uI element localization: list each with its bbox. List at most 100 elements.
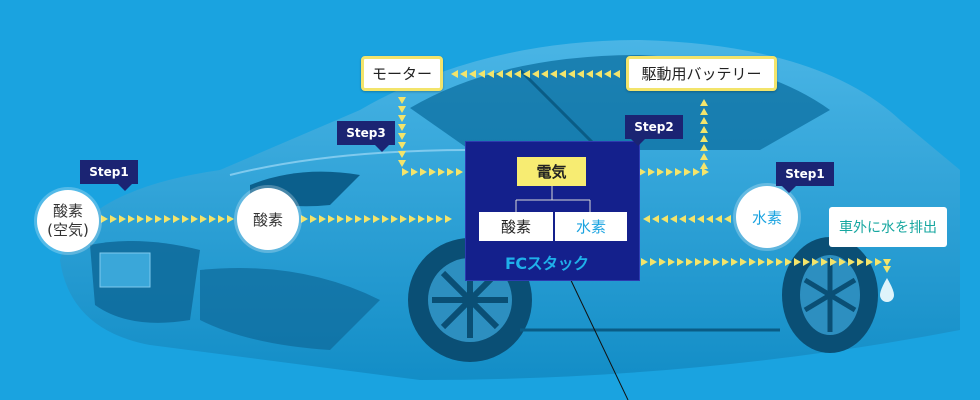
air-to-oxygen-arrow [227, 215, 234, 223]
fc-to-exhaust-arrow [677, 258, 684, 266]
fc-to-exhaust-arrow [758, 258, 765, 266]
fc-to-exhaust-arrow [848, 258, 855, 266]
motor-down-arrow [398, 142, 406, 149]
fc-hydrogen-box: 水素 [555, 212, 627, 241]
fc-to-exhaust-arrow [713, 258, 720, 266]
air-to-oxygen-arrow [182, 215, 189, 223]
oxygen-to-fc-arrow [391, 215, 398, 223]
air-to-oxygen-arrow [119, 215, 126, 223]
fc-oxygen-box: 酸素 [479, 212, 553, 241]
hydrogen-to-fc-arrow [679, 215, 686, 223]
electricity-box: 電気 [517, 157, 586, 186]
oxygen-to-fc-arrow [328, 215, 335, 223]
battery-down-arrow [700, 99, 708, 106]
air-to-oxygen-arrow [128, 215, 135, 223]
hydrogen-to-fc-arrow [652, 215, 659, 223]
electricity-to-battery-arrow [648, 168, 655, 176]
motor-to-electricity-arrow [429, 168, 436, 176]
air-to-oxygen-arrow [200, 215, 207, 223]
battery-to-motor-arrow [460, 70, 467, 78]
hydrogen-to-fc-arrow [643, 215, 650, 223]
battery-to-motor-arrow [613, 70, 620, 78]
air-to-oxygen-arrow [155, 215, 162, 223]
electricity-to-battery-arrow [693, 168, 700, 176]
battery-to-motor-arrow [532, 70, 539, 78]
battery-down-arrow [700, 117, 708, 124]
fc-to-exhaust-arrow [686, 258, 693, 266]
battery-to-motor-arrow [559, 70, 566, 78]
fc-to-exhaust-arrow [794, 258, 801, 266]
exhaust-down-arrow [883, 266, 891, 273]
hydrogen-to-fc-arrow [715, 215, 722, 223]
motor-down-arrow [398, 97, 406, 104]
step1-left-badge: Step1 [80, 160, 138, 191]
fc-to-exhaust-arrow [641, 258, 648, 266]
exhaust-water-label: 車外に水を排出 [829, 207, 947, 247]
motor-down-arrow [398, 106, 406, 113]
fc-to-exhaust-arrow [704, 258, 711, 266]
fc-to-exhaust-arrow [659, 258, 666, 266]
battery-down-arrow [700, 108, 708, 115]
battery-to-motor-arrow [469, 70, 476, 78]
battery-down-arrow [700, 126, 708, 133]
fc-stack-label: FCスタック [505, 254, 589, 273]
step1-right-badge: Step1 [776, 162, 834, 193]
fc-to-exhaust-arrow [821, 258, 828, 266]
hydrogen-to-fc-arrow [670, 215, 677, 223]
fc-to-exhaust-arrow [866, 258, 873, 266]
step3-badge: Step3 [337, 121, 395, 152]
fc-to-exhaust-arrow [875, 258, 882, 266]
battery-down-arrow [700, 162, 708, 169]
electricity-to-battery-arrow [684, 168, 691, 176]
air-oxygen-line2: (空気) [47, 221, 89, 239]
battery-to-motor-arrow [550, 70, 557, 78]
fc-to-exhaust-arrow [668, 258, 675, 266]
air-to-oxygen-arrow [218, 215, 225, 223]
battery-to-motor-arrow [505, 70, 512, 78]
battery-to-motor-arrow [478, 70, 485, 78]
battery-to-motor-arrow [523, 70, 530, 78]
battery-to-motor-arrow [487, 70, 494, 78]
motor-to-electricity-arrow [438, 168, 445, 176]
oxygen-to-fc-arrow [418, 215, 425, 223]
air-to-oxygen-arrow [137, 215, 144, 223]
battery-to-motor-arrow [577, 70, 584, 78]
motor-down-arrow [398, 124, 406, 131]
battery-down-arrow [700, 144, 708, 151]
oxygen-to-fc-arrow [409, 215, 416, 223]
fc-to-exhaust-arrow [785, 258, 792, 266]
motor-to-electricity-arrow [411, 168, 418, 176]
air-to-oxygen-arrow [146, 215, 153, 223]
oxygen-circle: 酸素 [237, 188, 299, 250]
oxygen-to-fc-arrow [373, 215, 380, 223]
oxygen-to-fc-arrow [319, 215, 326, 223]
battery-box: 駆動用バッテリー [626, 56, 777, 91]
oxygen-to-fc-arrow [337, 215, 344, 223]
motor-down-arrow [398, 160, 406, 167]
oxygen-to-fc-arrow [400, 215, 407, 223]
battery-to-motor-arrow [595, 70, 602, 78]
air-to-oxygen-arrow [110, 215, 117, 223]
battery-down-arrow [700, 153, 708, 160]
fc-to-exhaust-arrow [722, 258, 729, 266]
fc-to-exhaust-arrow [731, 258, 738, 266]
motor-down-arrow [398, 133, 406, 140]
air-to-oxygen-arrow [164, 215, 171, 223]
oxygen-to-fc-arrow [427, 215, 434, 223]
battery-to-motor-arrow [514, 70, 521, 78]
fc-to-exhaust-arrow [749, 258, 756, 266]
oxygen-to-fc-arrow [310, 215, 317, 223]
fc-to-exhaust-arrow [740, 258, 747, 266]
electricity-to-battery-arrow [675, 168, 682, 176]
hydrogen-to-fc-arrow [688, 215, 695, 223]
fc-to-exhaust-arrow [830, 258, 837, 266]
oxygen-to-fc-arrow [346, 215, 353, 223]
oxygen-to-fc-arrow [364, 215, 371, 223]
fc-to-exhaust-arrow [803, 258, 810, 266]
air-to-oxygen-arrow [191, 215, 198, 223]
battery-to-motor-arrow [496, 70, 503, 78]
step2-badge: Step2 [625, 115, 683, 146]
